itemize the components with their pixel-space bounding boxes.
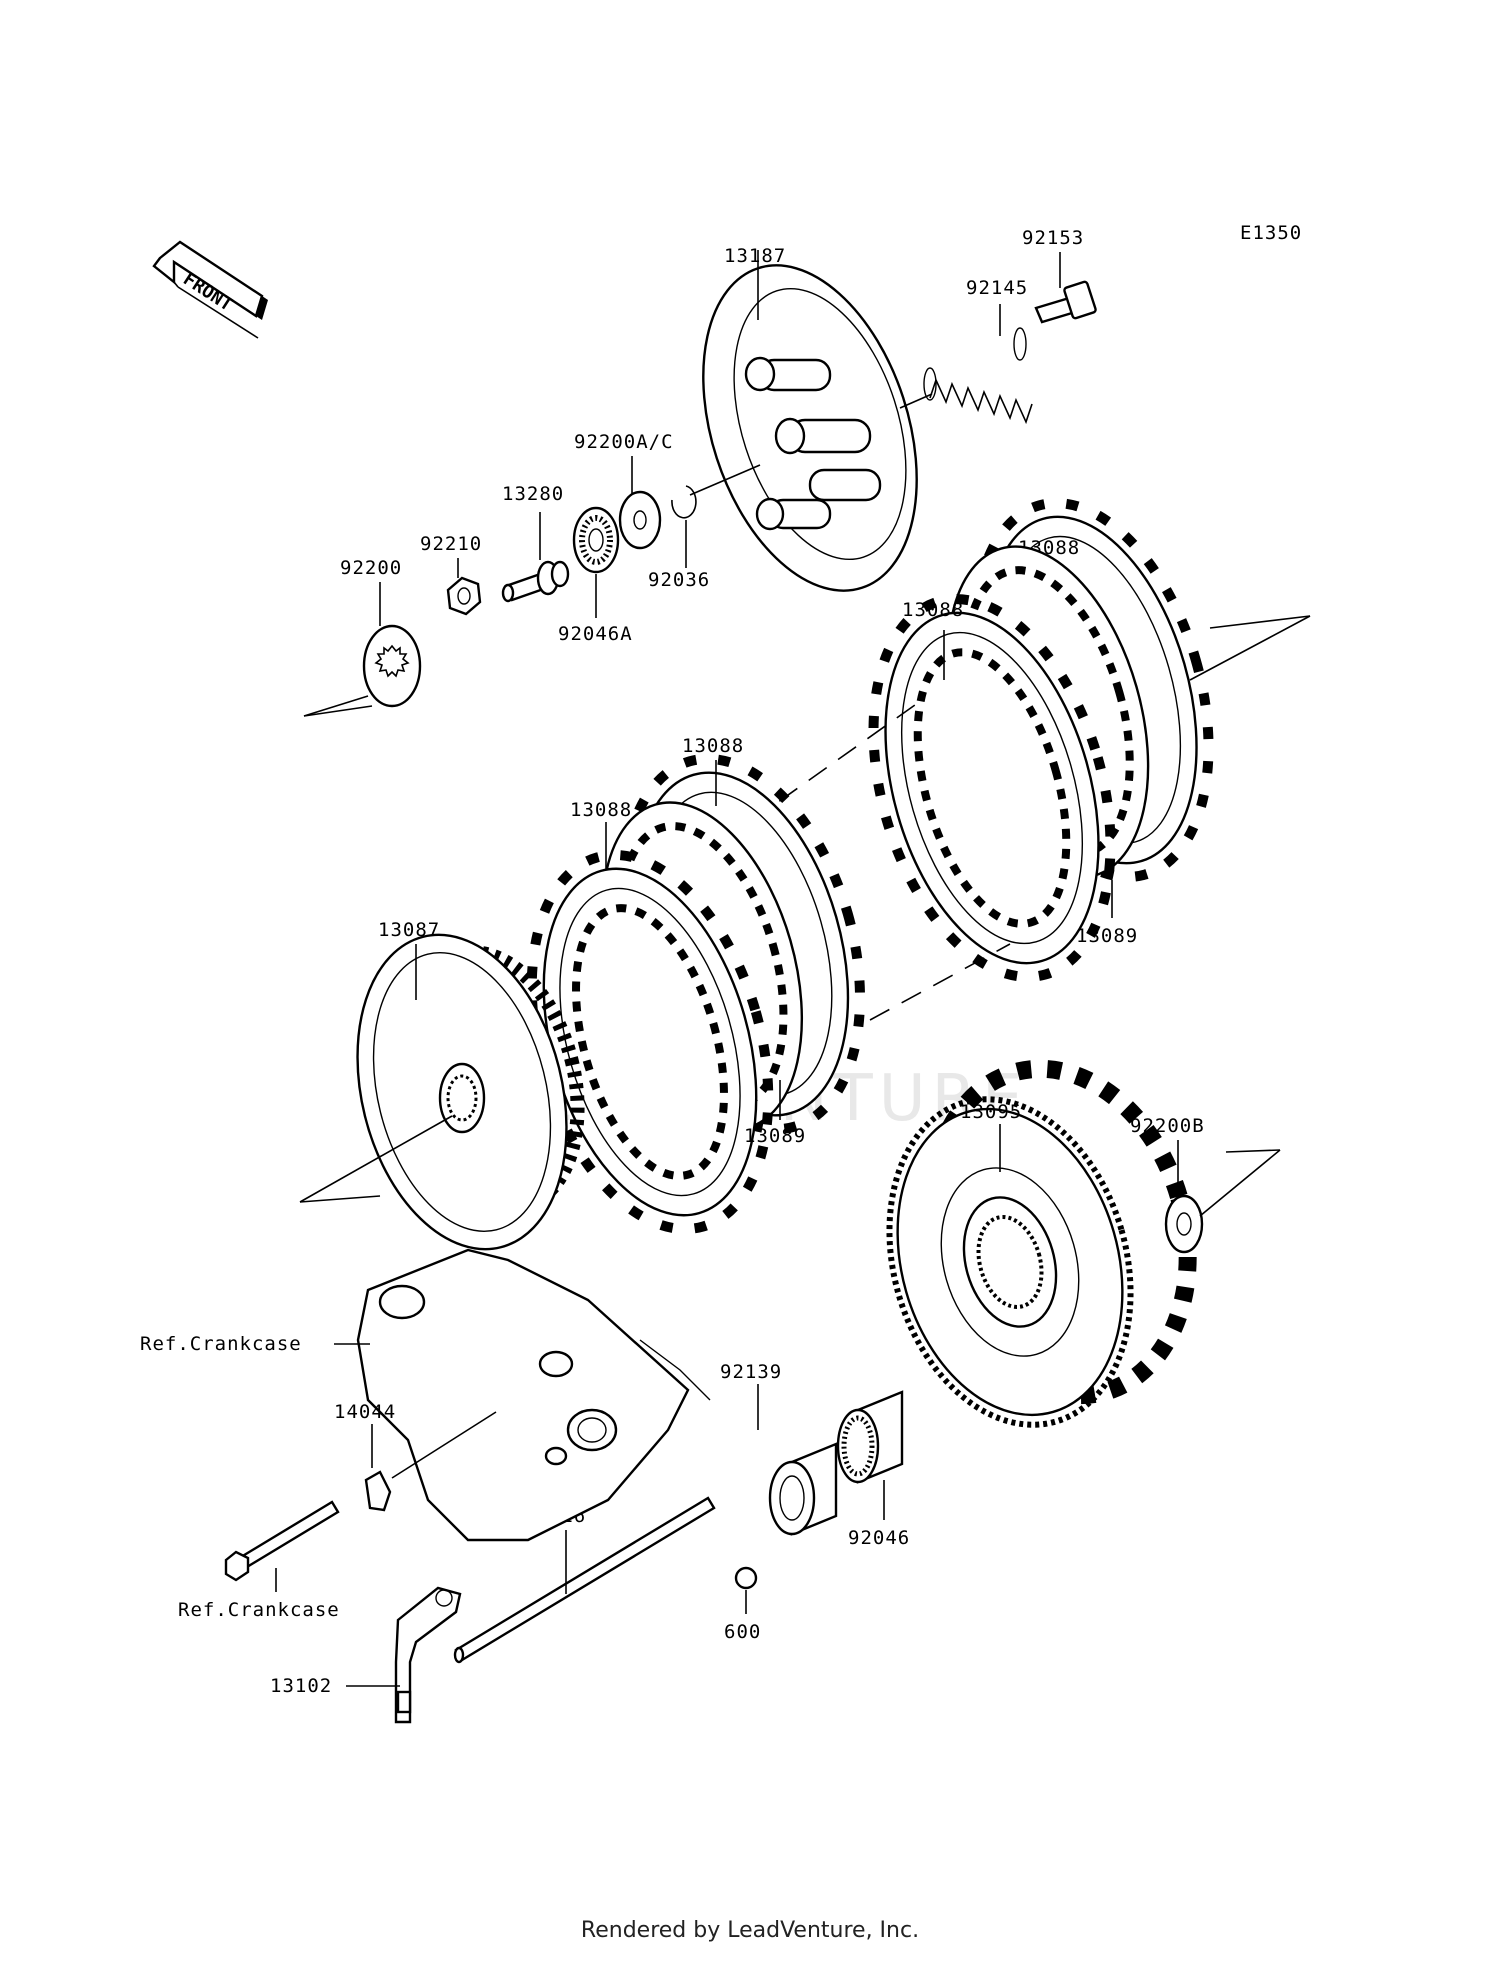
callout-92153: 92153 [1022,227,1084,249]
spring-92145 [923,327,1033,425]
crankcase-section [356,1248,711,1542]
guide-14044 [364,1470,392,1512]
callout-92200ac: 92200A/C [574,431,674,453]
callout-92046: 92046 [848,1527,910,1549]
callout-13089-a: 13089 [744,1125,806,1147]
callout-13102: 13102 [270,1675,332,1697]
bearing-92046a [572,506,620,574]
friction-plate-13088-right-front [868,594,1116,982]
callout-92210: 92210 [420,533,482,555]
callout-14044: 14044 [334,1401,396,1423]
diagram-code: E1350 [1240,222,1302,244]
callout-ref-crankcase-1: Ref.Crankcase [140,1333,302,1355]
callout-13187: 13187 [724,245,786,267]
washer-92200b [1164,1194,1204,1254]
callout-92145: 92145 [966,277,1028,299]
callout-13088-a: 13088 [570,799,632,821]
callout-13089-b: 13089 [1076,925,1138,947]
nut-92210 [446,576,482,616]
callout-92200: 92200 [340,557,402,579]
rendered-by-footer: Rendered by LeadVenture, Inc. [580,1918,920,1943]
callout-13088-c: 13088 [902,599,964,621]
callout-92046a: 92046A [558,623,633,645]
callout-13280: 13280 [502,483,564,505]
release-lever-13102 [394,1586,462,1724]
pressure-plate-13187 [702,264,918,592]
callout-92200b: 92200B [1130,1115,1205,1137]
callout-ref-crankcase-2: Ref.Crankcase [178,1599,340,1621]
bolt-92153 [1034,280,1097,324]
callout-13088-b: 13088 [682,735,744,757]
callout-13095: 13095 [960,1101,1022,1123]
bolt-ref-crankcase [224,1500,340,1582]
pushrod-13280 [501,560,570,603]
front-arrow-icon: FRONT [152,240,268,339]
callout-92036: 92036 [648,569,710,591]
sleeve-92139 [768,1442,838,1536]
clutch-hub-13087 [356,933,585,1251]
callout-92139: 92139 [720,1361,782,1383]
pushrod-13116 [453,1496,716,1664]
callout-13087: 13087 [378,919,440,941]
washer-92200ac [618,490,662,550]
lockwasher-92200 [362,624,422,708]
circlip-92036 [671,485,697,519]
callout-600: 600 [724,1621,761,1643]
needle-bearing-92046 [836,1390,904,1484]
ball-600 [734,1566,758,1590]
